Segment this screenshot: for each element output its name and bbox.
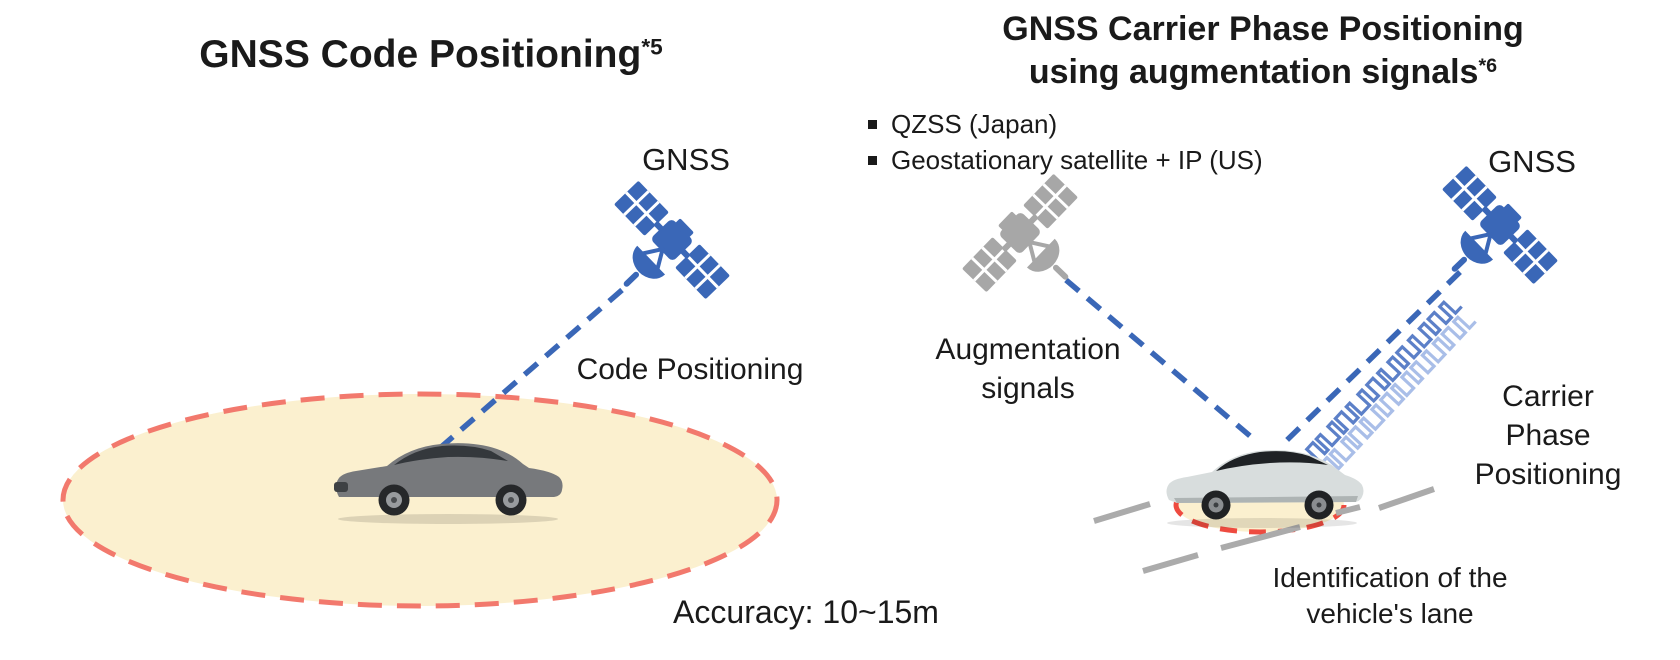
left-title-text: GNSS Code Positioning: [199, 33, 642, 76]
bullet-item: Geostationary satellite + IP (US): [868, 145, 1263, 176]
right-title: GNSS Carrier Phase Positioning using aug…: [1002, 8, 1523, 94]
right-title-line2: using augmentation signals*6: [1002, 51, 1523, 94]
right-title-line2-text: using augmentation signals: [1028, 53, 1479, 91]
sedan-car-icon: [334, 443, 563, 524]
right-title-footnote: *6: [1478, 55, 1498, 78]
gnss-label-left: GNSS: [642, 142, 730, 177]
satellite-icon: [1409, 163, 1561, 316]
signal-lines: [438, 270, 1462, 451]
gnss-signal-line-left: [438, 287, 624, 451]
left-title-footnote: *5: [641, 34, 663, 60]
sedan-greenhouse: [394, 445, 508, 465]
bullet-item: QZSS (Japan): [868, 109, 1263, 140]
bullet-list: QZSS (Japan) Geostationary satellite + I…: [868, 109, 1263, 181]
augmentation-signal-line: [1064, 277, 1258, 444]
lane-identification-label: Identification of the vehicle's lane: [1272, 562, 1508, 630]
square-bullet-icon: [868, 120, 877, 129]
bullet-item-label: QZSS (Japan): [891, 109, 1058, 139]
gnss-signal-line-right: [1284, 270, 1462, 443]
accuracy-zone-ellipse: [60, 391, 780, 609]
sedan-wheels: [378, 484, 527, 516]
gnss-label-right: GNSS: [1488, 144, 1576, 179]
suv-roof: [1216, 451, 1328, 471]
sedan-grille: [334, 482, 348, 492]
left-title: GNSS Code Positioning*5: [199, 30, 662, 81]
bullet-item-label: Geostationary satellite + IP (US): [891, 145, 1263, 175]
carrier-phase-label: Carrier Phase Positioning: [1474, 380, 1622, 491]
accuracy-label: Accuracy: 10~15m: [673, 594, 939, 630]
square-wave-signal-icon: [1299, 294, 1464, 468]
sedan-body: [336, 443, 563, 497]
suv-car-icon: [1166, 450, 1364, 528]
code-positioning-label: Code Positioning: [576, 353, 804, 386]
satellite-icon: [581, 178, 733, 331]
square-bullet-icon: [868, 156, 877, 165]
suv-wheels: [1201, 490, 1334, 520]
lane-markings-front: [1142, 486, 1435, 574]
augmentation-signals-label: Augmentation signals: [935, 333, 1121, 405]
right-title-line1: GNSS Carrier Phase Positioning: [1002, 10, 1524, 48]
